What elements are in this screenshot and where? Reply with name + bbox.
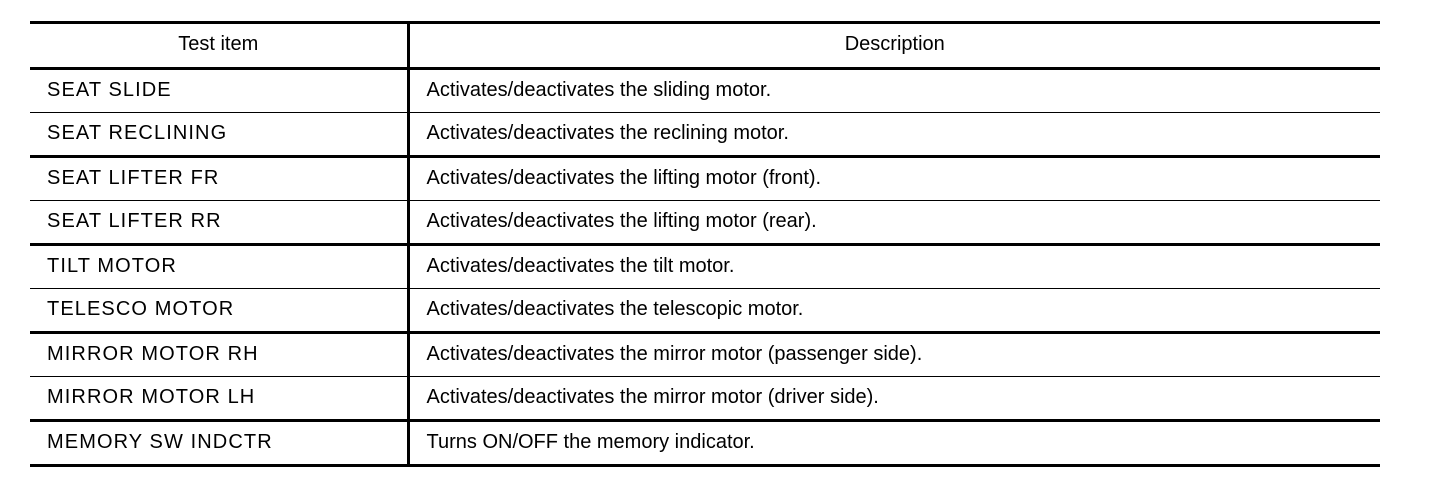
table-row: MEMORY SW INDCTR Turns ON/OFF the memory … xyxy=(30,420,1380,466)
header-row: Test item Description xyxy=(30,22,1380,70)
cell-test-item: TELESCO MOTOR xyxy=(30,288,408,334)
table-header: Test item Description xyxy=(30,22,1380,70)
cell-description: Activates/deactivates the reclining moto… xyxy=(406,112,1380,158)
cell-test-item: MIRROR MOTOR RH xyxy=(30,332,408,377)
cell-description: Activates/deactivates the telescopic mot… xyxy=(406,288,1380,334)
cell-test-item: MIRROR MOTOR LH xyxy=(30,376,408,422)
column-header-test-item: Test item xyxy=(30,22,408,70)
cell-description: Activates/deactivates the lifting motor … xyxy=(406,156,1380,201)
cell-description: Activates/deactivates the sliding motor. xyxy=(406,68,1380,113)
cell-description: Activates/deactivates the tilt motor. xyxy=(406,244,1380,289)
cell-test-item: SEAT LIFTER FR xyxy=(30,156,408,201)
cell-test-item: MEMORY SW INDCTR xyxy=(47,431,273,453)
column-header-description: Description xyxy=(406,22,1380,70)
cell-description: Turns ON/OFF the memory indicator. xyxy=(406,420,1380,466)
cell-test-item: SEAT LIFTER RR xyxy=(30,200,408,246)
cell-description: Activates/deactivates the mirror motor (… xyxy=(406,376,1380,422)
cell-test-item: SEAT SLIDE xyxy=(30,68,408,113)
cell-test-item: TILT MOTOR xyxy=(30,244,408,289)
cell-test-item: SEAT RECLINING xyxy=(30,112,408,158)
cell-description: Activates/deactivates the lifting motor … xyxy=(406,200,1380,246)
cell-description: Activates/deactivates the mirror motor (… xyxy=(406,332,1380,377)
